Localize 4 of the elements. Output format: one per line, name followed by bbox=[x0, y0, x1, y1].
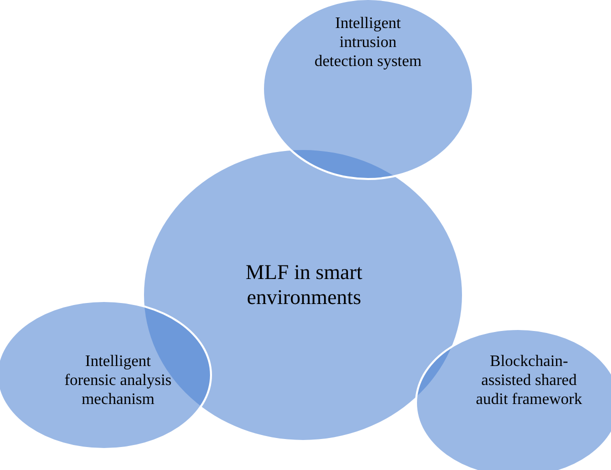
circle-label: MLF in smart environments bbox=[244, 260, 364, 310]
circle-label: Intelligent forensic analysis mechanism bbox=[63, 352, 173, 410]
circle-label: Blockchain-assisted shared audit framework bbox=[474, 352, 584, 410]
circle-label: Intelligent intrusion detection system bbox=[313, 14, 423, 72]
